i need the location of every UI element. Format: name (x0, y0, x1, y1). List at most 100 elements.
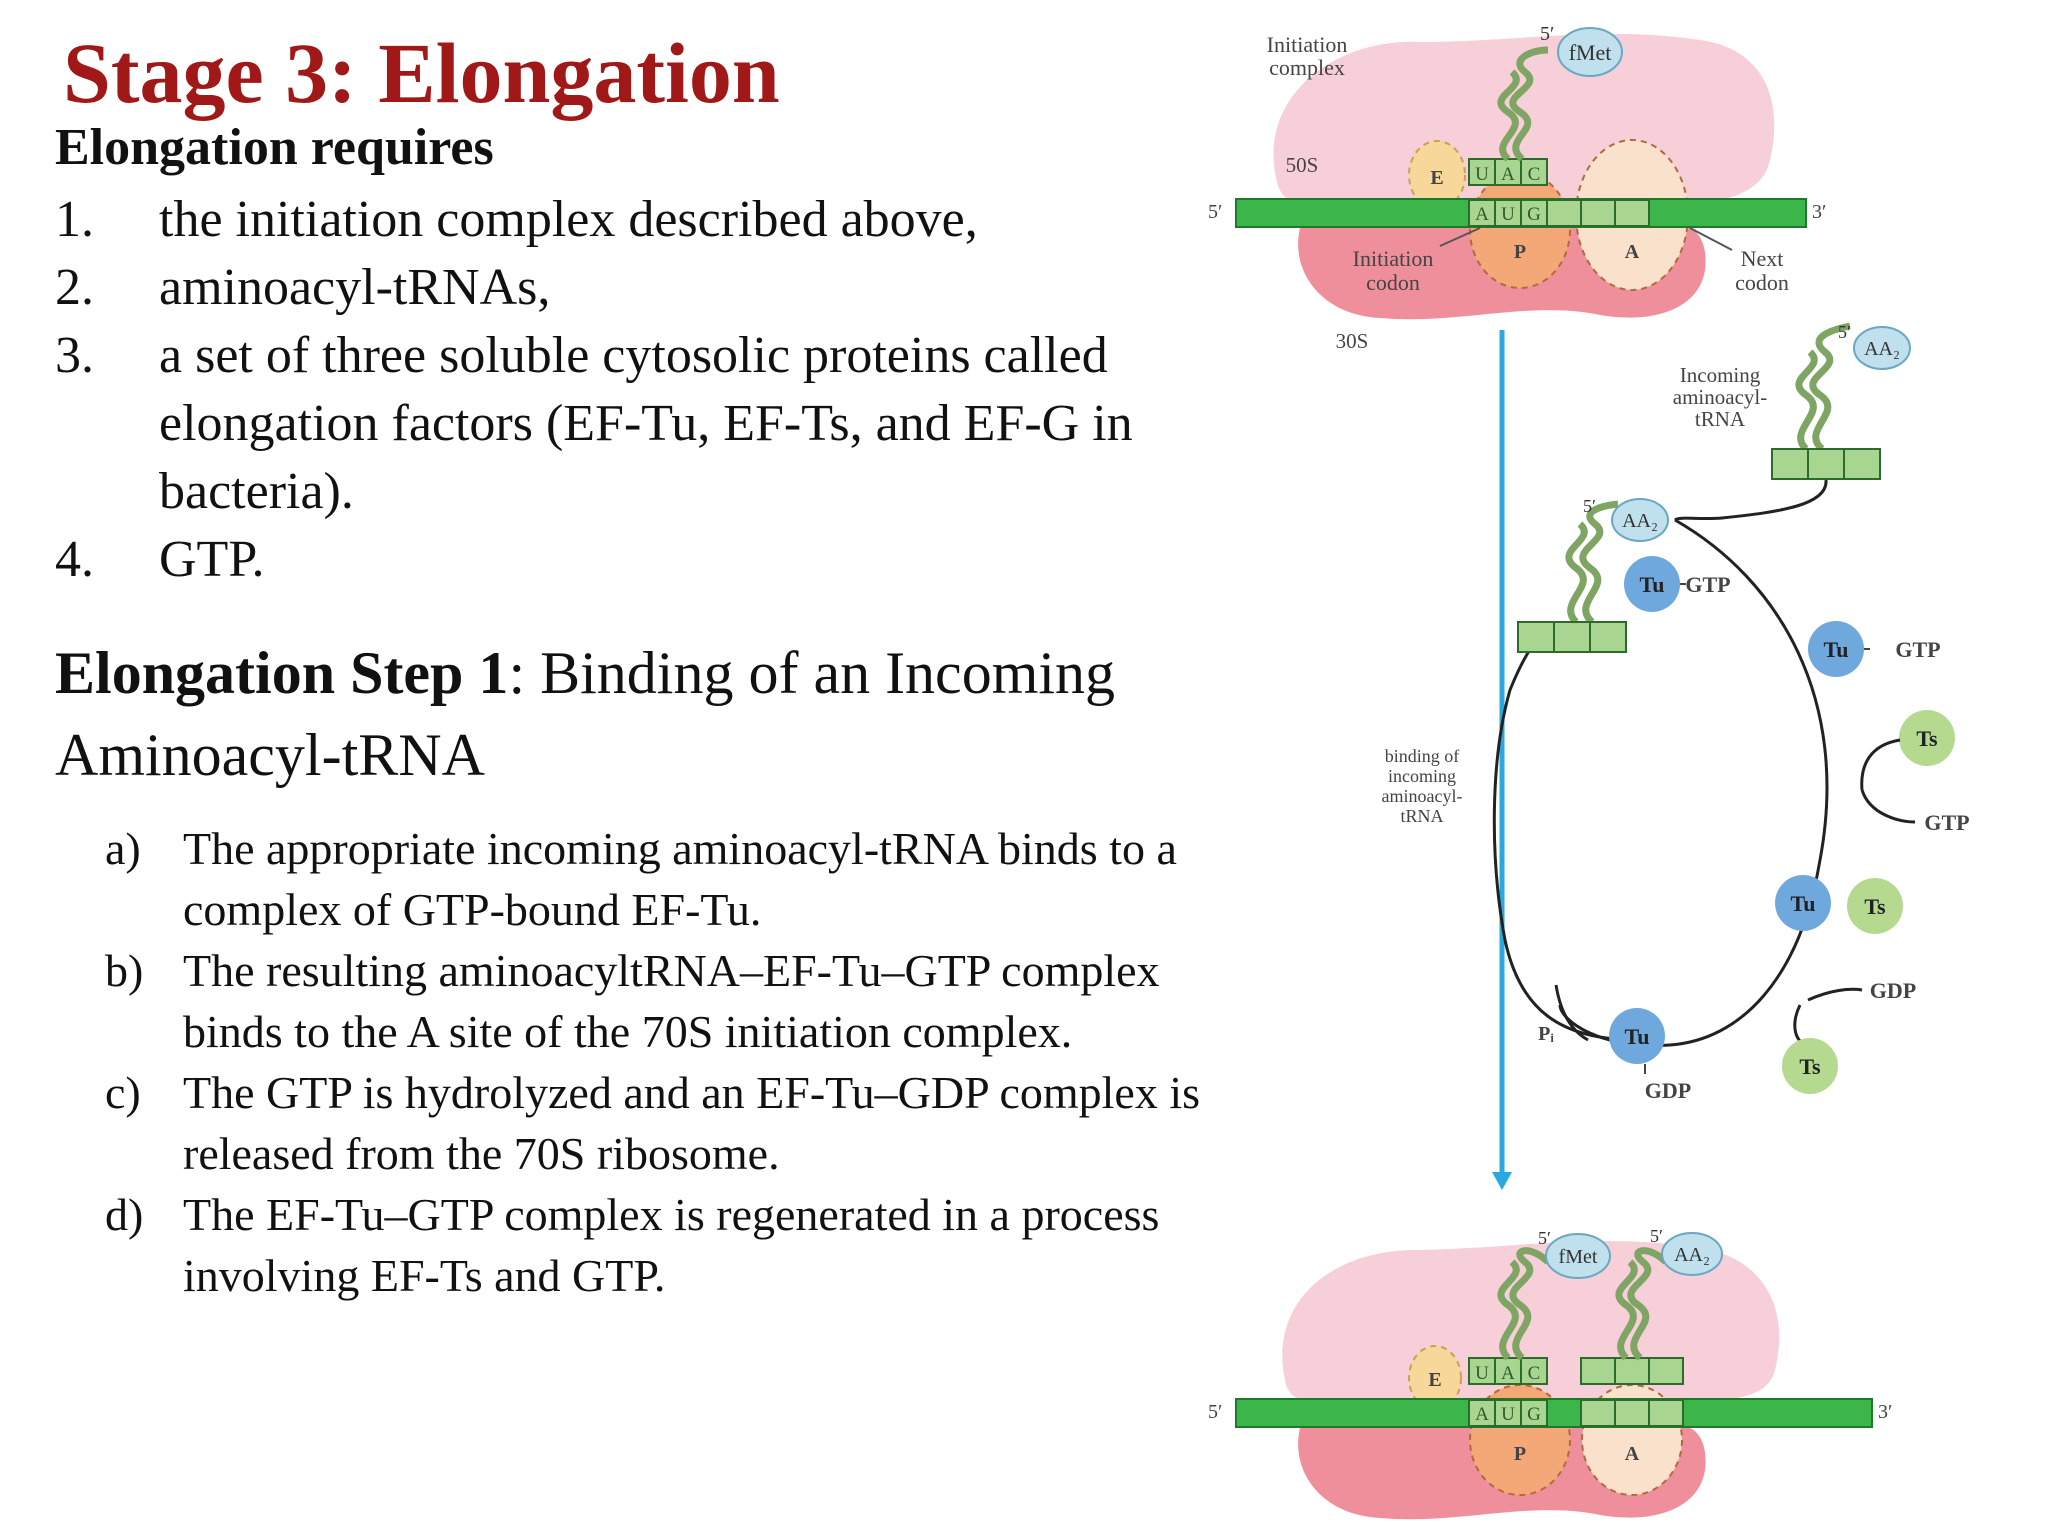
step1-item: d) The EF-Tu–GTP complex is regenerated … (105, 1184, 1205, 1306)
initiation-complex-label: complex (1269, 55, 1345, 80)
codon-box (1580, 1399, 1616, 1427)
aa2-label: AA₂ (1864, 338, 1900, 360)
anticodon-box (1553, 621, 1591, 653)
fmet-circle (1557, 27, 1623, 77)
step1-item-text: The resulting aminoacyltRNA–EF-Tu–GTP co… (183, 945, 1160, 1057)
anticodon-box (1648, 1357, 1684, 1385)
incoming-trna: AA₂ 5′ Incoming aminoacyl- tRNA (1673, 322, 1911, 522)
mrna-three-prime-label: 3′ (1878, 1401, 1892, 1423)
fmet-circle (1545, 1233, 1611, 1279)
tu-label: Tu (1640, 572, 1665, 597)
trna-five-prime-label: 5′ (1538, 1228, 1551, 1248)
codon-letter: A (1475, 1404, 1489, 1425)
next-codon-label: codon (1735, 270, 1789, 295)
aa2-label: AA₂ (1622, 510, 1658, 532)
trna-stem (1509, 46, 1549, 162)
mrna-five-prime-label: 5′ (1208, 1401, 1222, 1423)
anticodon-box (1517, 621, 1555, 653)
fmet-label: fMet (1559, 1246, 1598, 1268)
codon-letter: U (1501, 1404, 1515, 1425)
anticodon-box (1580, 1357, 1616, 1385)
anticodon-boxes (1468, 1357, 1684, 1385)
codon-box (1614, 1399, 1650, 1427)
trna-five-prime-label: 5′ (1540, 23, 1554, 45)
p-site (1469, 171, 1571, 289)
codon-box (1580, 199, 1616, 227)
ts-label: Ts (1864, 894, 1886, 919)
next-codon-label: Next (1741, 246, 1784, 271)
codon-letter: A (1475, 204, 1489, 225)
initiation-codon-label: Initiation (1353, 246, 1434, 271)
tu-circle (1609, 1008, 1665, 1064)
binding-label: binding of (1385, 746, 1460, 766)
trna-five-prime-label: 5′ (1583, 496, 1596, 516)
codon-box (1520, 1399, 1548, 1427)
requirements-heading: Elongation requires (55, 119, 494, 176)
codon-box (1520, 199, 1548, 227)
bottom-ribosome: fMet AA₂ 5′ 5′ U A C A U G E P A 5′ 3′ (1208, 1226, 1892, 1520)
trna-stem (1615, 1259, 1638, 1361)
step1-item-text: The GTP is hydrolyzed and an EF-Tu–GDP c… (183, 1067, 1201, 1179)
pi-label: Pᵢ (1538, 1023, 1554, 1045)
codon-box (1494, 1399, 1522, 1427)
trna-fmet (1497, 46, 1549, 162)
anticodon-box (1520, 158, 1548, 186)
codon-boxes (1468, 199, 1650, 227)
codon-box (1468, 1399, 1496, 1427)
requirement-item: 1. the initiation complex described abov… (55, 186, 1235, 254)
step1-item-letter: a) (105, 823, 141, 874)
requirements-list: 1. the initiation complex described abov… (55, 186, 1235, 594)
requirement-item: 4. GTP. (55, 526, 1235, 594)
codon-letter: G (1527, 204, 1541, 225)
incoming-label: aminoacyl- (1673, 385, 1767, 409)
p-site-label: P (1514, 1443, 1526, 1465)
anticodon-box (1614, 1357, 1650, 1385)
anticodon-box (1771, 448, 1809, 480)
anticodon-letter: C (1528, 1363, 1541, 1384)
ts-label: Ts (1799, 1054, 1821, 1079)
requirement-text: GTP. (159, 531, 265, 588)
ts-label: Ts (1916, 726, 1938, 751)
anticodon-letter: U (1475, 1363, 1489, 1384)
step1-heading-bold: Elongation Step 1 (55, 640, 509, 706)
trna-stem (1627, 1247, 1669, 1361)
pi-arrow (1554, 984, 1589, 1042)
anticodon-letter: A (1501, 1363, 1515, 1384)
trna-stem (1795, 349, 1818, 452)
gtp-arrow (1860, 789, 1916, 824)
trna-stem (1509, 1247, 1551, 1361)
step1-item-letter: c) (105, 1067, 141, 1118)
p-site-label: P (1514, 241, 1526, 263)
step1-item-letter: b) (105, 945, 144, 996)
step1-list: a) The appropriate incoming aminoacyl-tR… (105, 818, 1205, 1306)
small-subunit-label: 30S (1336, 329, 1369, 353)
incoming-label: Incoming (1680, 363, 1761, 387)
gtp-label: GTP (1895, 637, 1940, 662)
anticodon-box (1843, 448, 1881, 480)
anticodon-letter: C (1528, 164, 1541, 185)
slide-title: Stage 3: Elongation (63, 25, 780, 121)
aa2-circle (1611, 498, 1669, 542)
initiation-codon-label: codon (1366, 270, 1420, 295)
anticodon-boxes (1468, 158, 1548, 186)
anticodon-box (1589, 621, 1627, 653)
codon-letter: U (1501, 204, 1515, 225)
ts-circle (1899, 710, 1955, 766)
requirement-number: 4. (55, 531, 94, 588)
pointer-line (1689, 227, 1733, 251)
tu-label: Tu (1791, 891, 1816, 916)
tu-ts-complex: Tu Ts (1775, 875, 1903, 934)
trna-five-prime-label: 5′ (1838, 322, 1851, 342)
tu-circle (1624, 556, 1680, 612)
mrna-five-prime-label: 5′ (1208, 201, 1222, 223)
aa2-circle (1661, 1232, 1723, 1276)
incoming-connector (1674, 479, 1828, 522)
ts-circle (1847, 878, 1903, 934)
ts-arrow (1860, 738, 1901, 791)
requirement-text: aminoacyl-tRNAs, (159, 259, 551, 316)
step1-item: a) The appropriate incoming aminoacyl-tR… (105, 818, 1205, 940)
step1-item: c) The GTP is hydrolyzed and an EF-Tu–GD… (105, 1062, 1205, 1184)
ts-gtp-entry: Ts GTP (1860, 710, 1970, 835)
aa2-label: AA₂ (1674, 1244, 1710, 1266)
step1-heading-rest: : Binding of an Incoming Aminoacyl-tRNA (55, 640, 1116, 788)
